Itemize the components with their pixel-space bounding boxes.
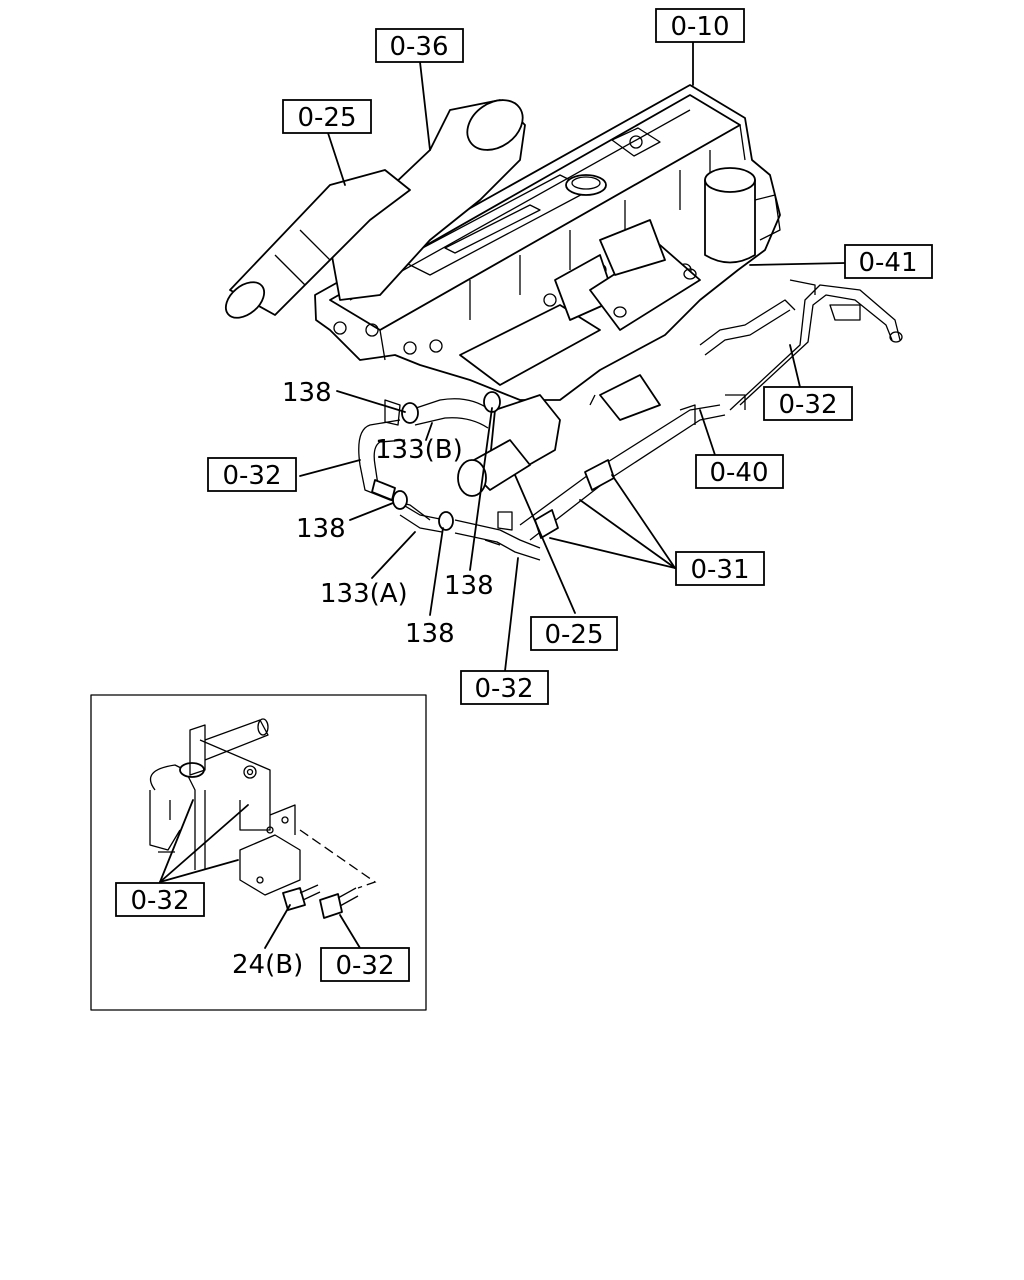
- reference-label-0-31: 0-31: [675, 551, 765, 586]
- reference-label-0-36-text: 0-36: [389, 32, 448, 62]
- reference-label-0-25-top-text: 0-25: [297, 103, 356, 133]
- part-labels: 138 133(B) 138 133(A) 138 138 24(B): [232, 378, 494, 980]
- part-label-24-b: 24(B): [232, 950, 303, 980]
- inset-frame: [90, 694, 427, 1011]
- part-label-138-a: 138: [282, 378, 332, 408]
- part-label-138-c: 138: [444, 571, 494, 601]
- reference-label-0-32-left: 0-32: [207, 457, 297, 492]
- reference-label-0-32-bottom-text: 0-32: [474, 674, 533, 704]
- reference-label-0-32-left-text: 0-32: [222, 461, 281, 491]
- reference-label-0-31-text: 0-31: [690, 555, 749, 585]
- part-label-138-d: 138: [405, 619, 455, 649]
- reference-label-0-10-text: 0-10: [670, 12, 729, 42]
- reference-label-0-32-inset-2-text: 0-32: [335, 951, 394, 981]
- reference-label-0-32-inset-1-text: 0-32: [130, 886, 189, 916]
- reference-label-0-41-text: 0-41: [858, 248, 917, 278]
- reference-label-0-40-text: 0-40: [709, 458, 768, 488]
- reference-label-0-25-mid-text: 0-25: [544, 620, 603, 650]
- part-label-138-b: 138: [296, 514, 346, 544]
- reference-label-0-25-top: 0-25: [282, 99, 372, 134]
- part-label-133-a: 133(A): [320, 579, 408, 609]
- reference-label-0-10: 0-10: [655, 8, 745, 43]
- part-label-133-b: 133(B): [375, 435, 463, 465]
- reference-label-0-25-mid: 0-25: [530, 616, 618, 651]
- reference-label-0-41: 0-41: [844, 244, 933, 279]
- reference-label-0-32-inset-1: 0-32: [115, 882, 205, 917]
- reference-label-0-32-inset-2: 0-32: [320, 947, 410, 982]
- reference-label-0-36: 0-36: [375, 28, 464, 63]
- reference-label-0-32-right-text: 0-32: [778, 390, 837, 420]
- engine-assembly-drawing: [224, 84, 903, 561]
- reference-label-0-32-right: 0-32: [763, 386, 853, 421]
- reference-label-0-32-bottom: 0-32: [460, 670, 549, 705]
- inset-detail-drawing: [90, 694, 427, 1011]
- leader-lines: [159, 40, 846, 949]
- reference-label-0-40: 0-40: [695, 454, 784, 489]
